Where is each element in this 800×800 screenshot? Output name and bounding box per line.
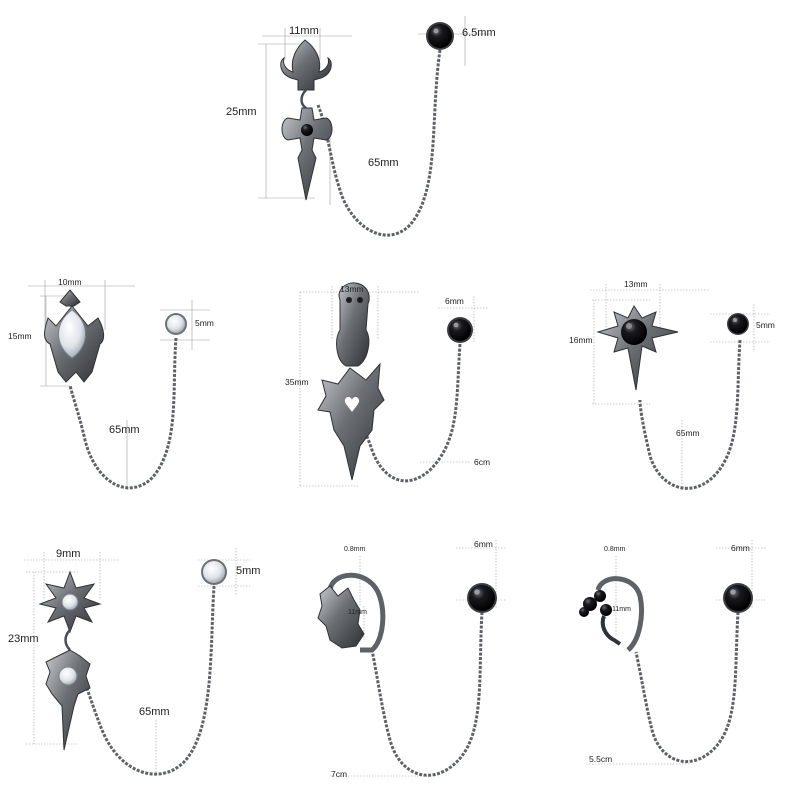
stud-size-label: 6mm — [474, 539, 493, 549]
stud-prong-setting — [165, 313, 187, 335]
stud-size-label: 5mm — [236, 565, 261, 577]
earring-cross-dagger — [258, 16, 490, 237]
hoop-ring — [327, 572, 386, 653]
fleur-de-lis-top — [280, 39, 332, 91]
chain — [634, 611, 740, 764]
spike-pendant — [45, 649, 91, 751]
stud-prong-setting — [447, 317, 473, 343]
stud-prong-setting — [201, 559, 227, 585]
height-label: 15mm — [8, 331, 32, 341]
chain-length-label: 65mm — [676, 428, 700, 438]
earring-star-spike — [590, 284, 770, 490]
chain-length-label: 65mm — [109, 424, 140, 436]
chain-length-label: 5.5cm — [589, 754, 613, 764]
earring-marquise-arrow — [28, 280, 210, 490]
stud-prong-setting — [426, 22, 454, 50]
earring-flower-hoop — [579, 540, 766, 765]
crown-band — [317, 585, 365, 649]
bat-wing-pendant — [317, 362, 385, 481]
wire-thickness-label: 0.8mm — [344, 546, 366, 553]
chain — [68, 337, 178, 490]
height-label: 23mm — [8, 633, 39, 645]
width-label: 13mm — [624, 279, 648, 289]
chain — [358, 343, 462, 483]
width-label: 13mm — [340, 284, 364, 294]
pendant-heart-cutout — [344, 397, 360, 412]
cross-pendant — [281, 107, 333, 201]
connector-loop — [64, 629, 71, 651]
stud-stone-black — [469, 585, 495, 611]
flower-cluster — [579, 590, 622, 646]
stud-prong-setting — [467, 583, 497, 613]
cross-center-stone — [301, 124, 313, 136]
chain-length-label: 65mm — [368, 157, 399, 169]
stud-prong-setting — [727, 313, 749, 335]
chain-length-label: 65mm — [139, 706, 170, 718]
stud-stone-black — [449, 319, 471, 341]
height-label: 35mm — [285, 377, 309, 387]
stud-size-label: 5mm — [195, 318, 214, 328]
star-top-stone — [61, 593, 79, 611]
stud-size-label: 6mm — [445, 296, 464, 306]
stud-stone-clear — [203, 561, 225, 583]
spike-pendant-stone — [58, 666, 78, 686]
chain-length-label: 7cm — [331, 769, 348, 779]
width-label: 10mm — [58, 277, 82, 287]
chain — [316, 49, 442, 237]
hoop-ring — [595, 576, 644, 652]
chain — [370, 611, 484, 777]
stud-stone-black — [428, 24, 452, 48]
earring-crystal-star-dangle — [24, 548, 250, 776]
stud-stone-black — [728, 314, 748, 334]
dimension-guides — [586, 540, 766, 765]
arrow-head-top — [59, 289, 81, 307]
chain-length-label: 6cm — [474, 457, 491, 467]
dimension-guides — [24, 548, 250, 774]
skull-cuff — [336, 282, 370, 367]
hoop-diameter-label: 11mm — [348, 609, 367, 616]
stud-prong-setting — [723, 583, 753, 613]
hoop-diameter-label: 11mm — [612, 606, 631, 613]
stud-size-label: 6mm — [731, 543, 750, 553]
stud-stone-black — [725, 585, 751, 611]
stud-size-label: 5mm — [756, 320, 775, 330]
height-label: 16mm — [569, 335, 593, 345]
skull-eye-left — [346, 297, 352, 303]
width-label: 11mm — [289, 25, 319, 37]
chain — [78, 585, 216, 776]
star-frame — [596, 305, 679, 391]
earring-bat-wing-skull — [299, 282, 488, 487]
height-label: 25mm — [226, 106, 257, 118]
connector-loop — [300, 89, 307, 110]
earring-crown-hoop — [317, 540, 506, 777]
dimension-guides — [258, 16, 490, 205]
marquise-stone-clear — [58, 309, 86, 359]
skull-eye-right — [357, 297, 363, 303]
dimension-guides — [28, 280, 210, 490]
stud-stone-clear — [167, 315, 185, 333]
wire-thickness-label: 0.8mm — [604, 546, 626, 553]
stud-size-label: 6.5mm — [462, 27, 496, 39]
chain — [638, 339, 742, 490]
star-center-stone — [621, 319, 647, 345]
width-label: 9mm — [56, 548, 81, 560]
